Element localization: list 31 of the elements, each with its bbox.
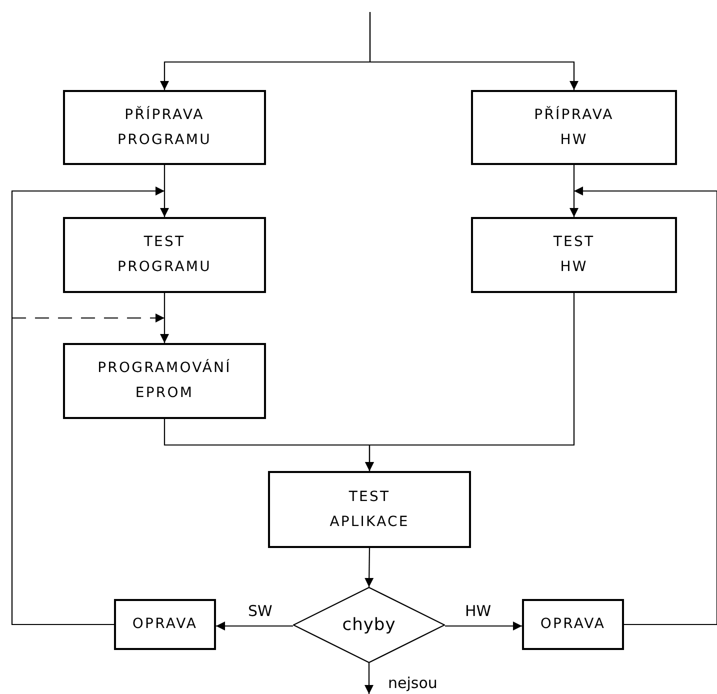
box-label: PŘÍPRAVA HW	[533, 105, 615, 150]
box-label: TEST PROGRAMU	[116, 233, 212, 277]
decision-diamond	[293, 587, 445, 663]
arrow	[160, 165, 169, 217]
arrow	[574, 186, 717, 626]
process-box	[268, 471, 471, 548]
arrow	[364, 548, 374, 587]
box-label: TEST HW	[552, 233, 596, 277]
arrow	[445, 622, 522, 630]
process-box	[114, 599, 216, 650]
process-box	[63, 217, 266, 293]
box-label: OPRAVA	[131, 615, 199, 634]
box-label: PŘÍPRAVA PROGRAMU	[116, 105, 212, 150]
process-box	[63, 90, 266, 165]
arrow	[365, 293, 575, 471]
arrow	[216, 622, 293, 630]
box-label: PROGRAMOVÁNÍ EPROM	[96, 358, 232, 403]
arrow	[369, 12, 578, 90]
arrow	[364, 663, 374, 694]
box-label: chyby	[341, 614, 397, 636]
arrow	[11, 186, 164, 626]
arrow	[160, 293, 169, 343]
box-label: TEST APLIKACE	[328, 488, 410, 532]
dashed-arrow	[12, 314, 164, 322]
process-box	[522, 599, 624, 650]
box-label: OPRAVA	[539, 615, 607, 634]
edge-label: nejsou	[386, 674, 440, 692]
arrow	[570, 165, 578, 217]
process-box	[471, 217, 677, 293]
process-box	[471, 90, 677, 165]
process-box	[63, 343, 266, 419]
